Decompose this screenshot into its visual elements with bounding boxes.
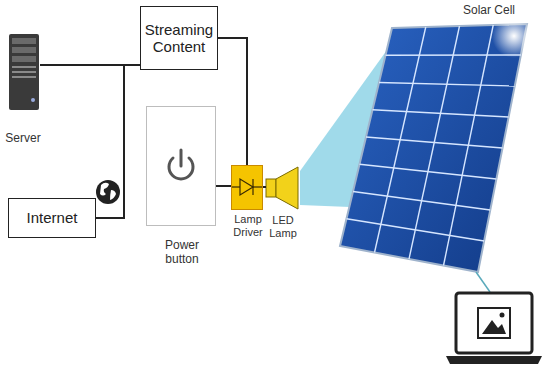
connector-line (263, 187, 266, 188)
led-lamp: LED Lamp (266, 166, 300, 210)
laptop-icon (446, 293, 542, 364)
led-lamp-icon (266, 167, 298, 209)
lamp-driver: Lamp Driver (231, 165, 263, 210)
node-label: Solar Cell (453, 4, 525, 18)
node-text: Streaming Content (144, 21, 214, 56)
node-label: LED Lamp (267, 214, 299, 239)
connector-line (218, 38, 247, 165)
node-label: Server (3, 132, 43, 146)
driver-body (231, 165, 263, 210)
node-label: Power button (154, 239, 210, 267)
globe-icon (96, 180, 120, 204)
panel-wire (476, 272, 490, 292)
content-box: Streaming Content (140, 6, 218, 70)
power-button: Power button (146, 106, 216, 226)
node-label: Lamp Driver (228, 213, 268, 238)
server-node: Server (6, 32, 40, 112)
node-text: Internet (27, 209, 78, 226)
solar-panel (340, 14, 536, 272)
connector-line (216, 186, 231, 187)
solar-cell: Solar Cell (335, 22, 530, 274)
connector-line (96, 65, 140, 218)
driver-symbol (231, 179, 263, 195)
internet-box: Internet (8, 198, 96, 238)
server-icon (9, 34, 39, 110)
power-symbol (169, 150, 193, 179)
